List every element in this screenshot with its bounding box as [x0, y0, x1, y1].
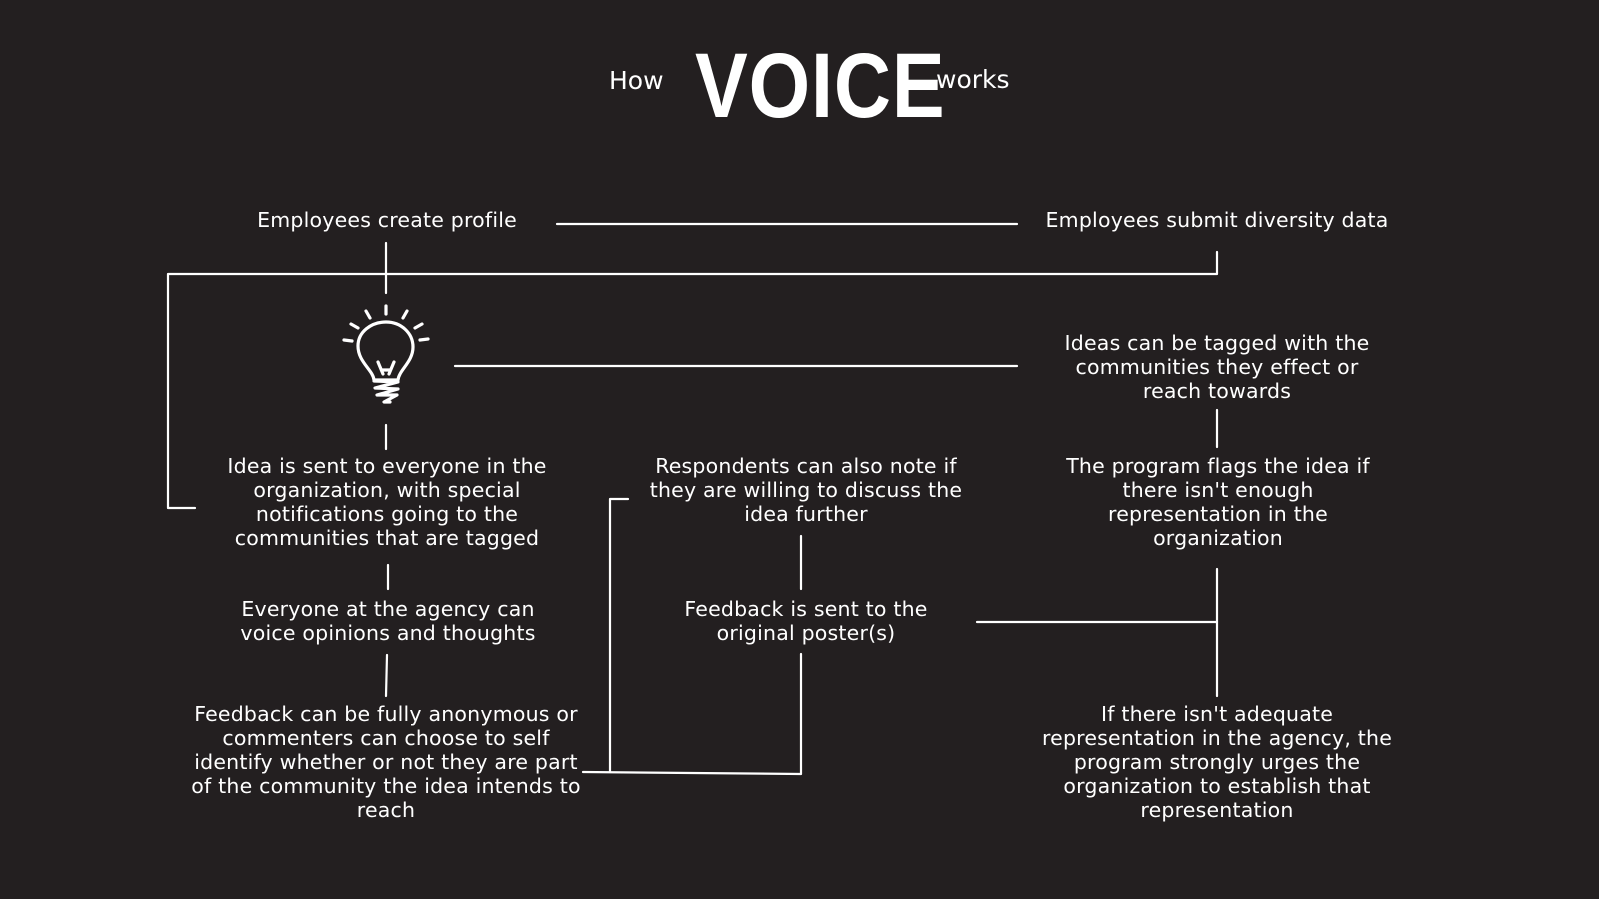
node-submit-diversity: Employees submit diversity data — [1045, 208, 1389, 232]
connector-diversity-loop — [166, 250, 1219, 510]
connector-respondents-bracket — [608, 497, 630, 774]
node-everyone-voice: Everyone at the agency can voice opinion… — [240, 597, 536, 645]
node-feedback-sent: Feedback is sent to the original poster(… — [684, 597, 928, 645]
connector-feedback-bracket — [581, 652, 803, 776]
node-tagged-ideas: Ideas can be tagged with the communities… — [1064, 331, 1370, 403]
brand-logo: VOICE — [695, 35, 946, 137]
node-create-profile: Employees create profile — [257, 208, 517, 232]
lightbulb-icon — [342, 304, 430, 404]
title-suffix: works — [936, 65, 1010, 94]
node-feedback-anonymous: Feedback can be fully anonymous or comme… — [191, 702, 581, 822]
title-prefix: How — [609, 66, 664, 95]
node-respondents-note: Respondents can also note if they are wi… — [649, 454, 963, 526]
node-idea-sent: Idea is sent to everyone in the organiza… — [227, 454, 547, 550]
connector-everyone-feedback — [384, 653, 389, 698]
node-adequate-representation: If there isn't adequate representation i… — [1041, 702, 1393, 822]
node-program-flags: The program flags the idea if there isn'… — [1066, 454, 1370, 550]
